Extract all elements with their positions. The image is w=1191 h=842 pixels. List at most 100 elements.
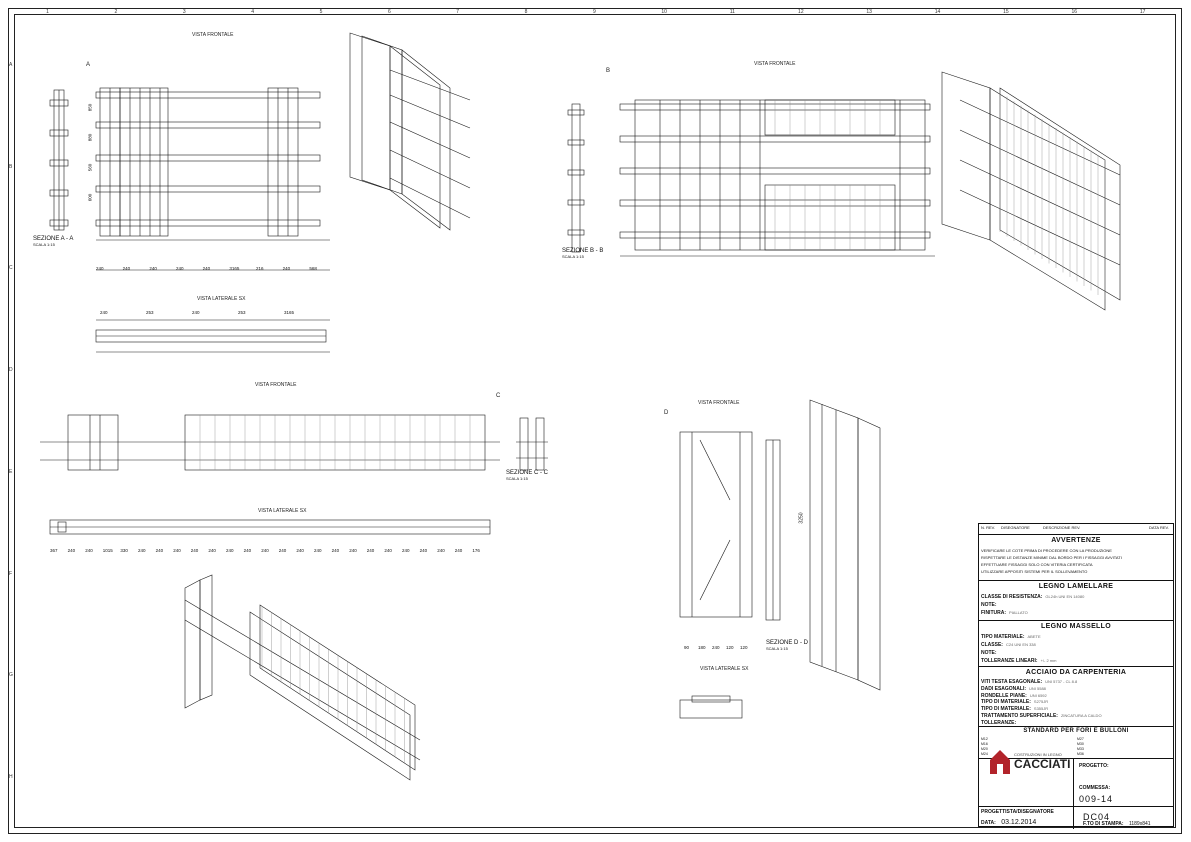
avvertenza-line: UTILIZZARE APPOSITI SISTEMI PER IL SOLLE… — [981, 569, 1088, 574]
dimension-text: 367 — [50, 548, 58, 553]
company-subtitle: COSTRUZIONI IN LEGNO — [1014, 752, 1062, 757]
row-letter: A — [9, 61, 13, 68]
column-number: 15 — [1003, 9, 1009, 15]
dimension-text: 176 — [472, 548, 480, 553]
spec-label: NOTE: — [981, 602, 997, 608]
commessa-label: COMMESSA: — [1079, 785, 1111, 791]
avvertenza-line: VERIFICARE LE COTE PRIMA DI PROCEDERE CO… — [981, 548, 1112, 553]
legno-massello-section: LEGNO MASSELLO TIPO MATERIALE:ABETE CLASS… — [979, 620, 1173, 666]
spec-value: ABETE — [1027, 634, 1041, 639]
sheet-inner-frame — [14, 14, 1176, 828]
spec-field: VITI TESTA ESAGONALE:UNI 5737 - CL 8.8 — [981, 679, 1077, 685]
side-c-title: VISTA LATERALE SX — [258, 508, 307, 514]
avvertenze-section: AVVERTENZE VERIFICARE LE COTE PRIMA DI P… — [979, 534, 1173, 580]
column-number: 17 — [1139, 9, 1146, 15]
spec-value: C24 UNI EN 338 — [1005, 642, 1036, 647]
bolt-size: M30 — [1077, 742, 1084, 746]
dimension-text: 240 — [419, 548, 428, 553]
spec-field: TIPO DI MATERIALE:S355JR — [981, 706, 1048, 712]
house-icon — [990, 750, 1010, 774]
view-c-title: VISTA FRONTALE — [255, 382, 297, 388]
dimension-text: 240 — [208, 548, 216, 553]
spec-value: S355JR — [1033, 706, 1049, 712]
progetto-label: PROGETTO: — [1079, 763, 1109, 769]
column-number: 8 — [524, 9, 528, 15]
dimension-text: 240 — [226, 548, 234, 553]
section-marker-a: A — [86, 62, 91, 68]
dimension-text: 240 — [278, 548, 287, 553]
dimension-text: 240 — [155, 548, 164, 553]
bolt-size: M20 — [981, 747, 988, 751]
dimension-text: 216 — [255, 266, 264, 271]
spec-field: FINITURA:PIALLATO — [981, 610, 1028, 616]
column-number: 11 — [729, 9, 735, 15]
drawing-number: DC04 — [1083, 812, 1111, 822]
spec-label: VITI TESTA ESAGONALE: — [981, 679, 1043, 685]
section-marker-b: B — [606, 68, 611, 74]
spec-label: TRATTAMENTO SUPERFICIALE: — [981, 713, 1058, 719]
column-number: 16 — [1071, 9, 1078, 15]
column-number: 2 — [114, 9, 118, 15]
dimension-text: 240 — [454, 548, 463, 553]
bolt-size: M16 — [981, 742, 988, 746]
dimension-text: 240 — [202, 266, 211, 271]
revision-header: DATA REV. — [1149, 525, 1169, 530]
dimension-text: 1015 — [102, 548, 113, 553]
bolt-size: M36 — [1077, 752, 1084, 756]
company-logo: COSTRUZIONI IN LEGNO CACCIATI — [986, 744, 1076, 778]
row-letter: H — [9, 774, 13, 781]
spec-field: CLASSE:C24 UNI EN 338 — [981, 642, 1036, 648]
dimension-text: 240 — [331, 548, 340, 553]
section-marker-c: C — [496, 393, 501, 399]
side-d-title: VISTA LATERALE SX — [700, 666, 749, 672]
spec-label: TIPO MATERIALE: — [981, 634, 1025, 640]
dimension-text: 240 — [175, 266, 184, 271]
column-number: 5 — [319, 9, 323, 15]
side-a-title: VISTA LATERALE SX — [197, 296, 246, 302]
avvertenza-line: RISPETTARE LE DISTANZE MINIME DAL BORDO … — [981, 555, 1122, 560]
spec-value: UNI 5588 — [1029, 685, 1046, 691]
legno-massello-heading: LEGNO MASSELLO — [1041, 623, 1111, 630]
bolt-size: M24 — [981, 752, 988, 756]
company-name: CACCIATI — [1014, 757, 1070, 771]
dimension-text: 600 — [87, 193, 93, 202]
dimension-text: 240 — [437, 548, 445, 553]
spec-field: TIPO DI MATERIALE:S275JR — [981, 699, 1048, 705]
column-number: 1 — [46, 9, 49, 15]
spec-value: PIALLATO — [1009, 610, 1028, 615]
spec-label: TIPO DI MATERIALE: — [981, 699, 1031, 706]
dimension-text: 240 — [314, 548, 322, 553]
progettista-label: PROGETTISTA/DISEGNATORE — [981, 809, 1054, 815]
row-letter: B — [9, 163, 13, 170]
spec-value: S275JR — [1033, 699, 1049, 705]
spec-field: TOLLERANZE LINEARI:+/- 2 mm — [981, 658, 1056, 664]
bolt-size: M27 — [1077, 737, 1084, 741]
acciaio-heading: ACCIAIO DA CARPENTERIA — [1025, 669, 1127, 676]
spec-label: TOLLERANZE LINEARI: — [981, 658, 1038, 664]
company-project-section: PROGETTO: COMMESSA: 009-14 — [979, 758, 1173, 807]
avvertenza-line: EFFETTUARE FISSAGGI SOLO CON VITERIA CER… — [981, 562, 1093, 567]
commessa-value: 009-14 — [1079, 794, 1114, 804]
spec-label: FINITURA: — [981, 610, 1006, 616]
dimension-text: 240 — [138, 548, 146, 553]
dimension-text: 3165 — [229, 266, 240, 271]
dimension-text: 240 — [96, 266, 104, 271]
spec-label: TOLLERANZE: — [981, 719, 1017, 726]
legno-lamellare-section: LEGNO LAMELLARE CLASSE DI RESISTENZA:GL2… — [979, 580, 1173, 620]
dimension-text: 240 — [402, 548, 410, 553]
dimension-text: 240 — [100, 310, 108, 315]
spec-label: DADI ESAGONALI: — [981, 685, 1026, 692]
dimension-text: 330 — [120, 548, 128, 553]
spec-label: RONDELLE PIANE: — [981, 692, 1027, 699]
spec-label: NOTE: — [981, 650, 997, 656]
dimension-text: 180 — [698, 645, 706, 650]
dimension-text: 240 — [349, 548, 357, 553]
